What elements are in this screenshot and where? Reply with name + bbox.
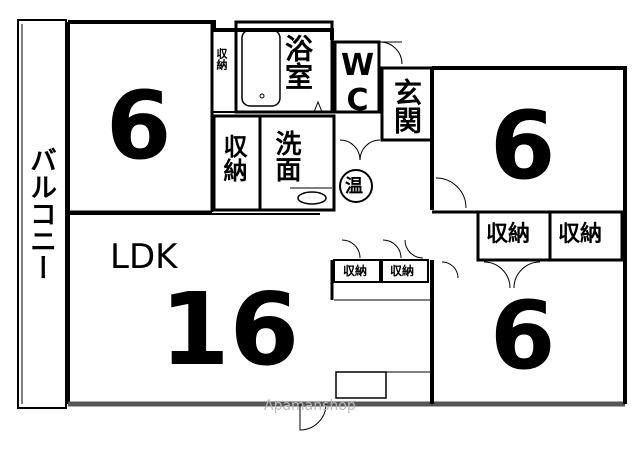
room-se-size: 6: [490, 282, 556, 391]
watermark: Apamanshop: [264, 398, 356, 414]
water-heater: [339, 169, 373, 203]
wc-label: WC: [340, 48, 375, 118]
water-heater-label: 温: [345, 176, 363, 197]
storage-ldk-right: 収納: [390, 264, 415, 278]
bath-label: 浴室: [281, 34, 314, 90]
ldk-size: 16: [160, 271, 300, 388]
balcony-label: バルコニー: [25, 146, 56, 281]
storage-ldk-left: 収納: [343, 264, 368, 278]
storage-ne-left: 収納: [486, 222, 531, 247]
ldk-label: LDK: [110, 237, 178, 277]
room-ne-size: 6: [490, 92, 556, 201]
storage-small-nw: 収納: [215, 48, 228, 70]
washbasin: [297, 191, 327, 205]
storage-ne-right: 収納: [558, 222, 603, 247]
washroom-label: 洗面: [271, 130, 301, 182]
kitchen-sink: [335, 371, 387, 399]
storage-left-label: 収納: [219, 134, 247, 182]
entrance-label: 玄関: [390, 78, 423, 134]
room-nw-size: 6: [106, 72, 172, 181]
bathtub: [241, 29, 281, 107]
